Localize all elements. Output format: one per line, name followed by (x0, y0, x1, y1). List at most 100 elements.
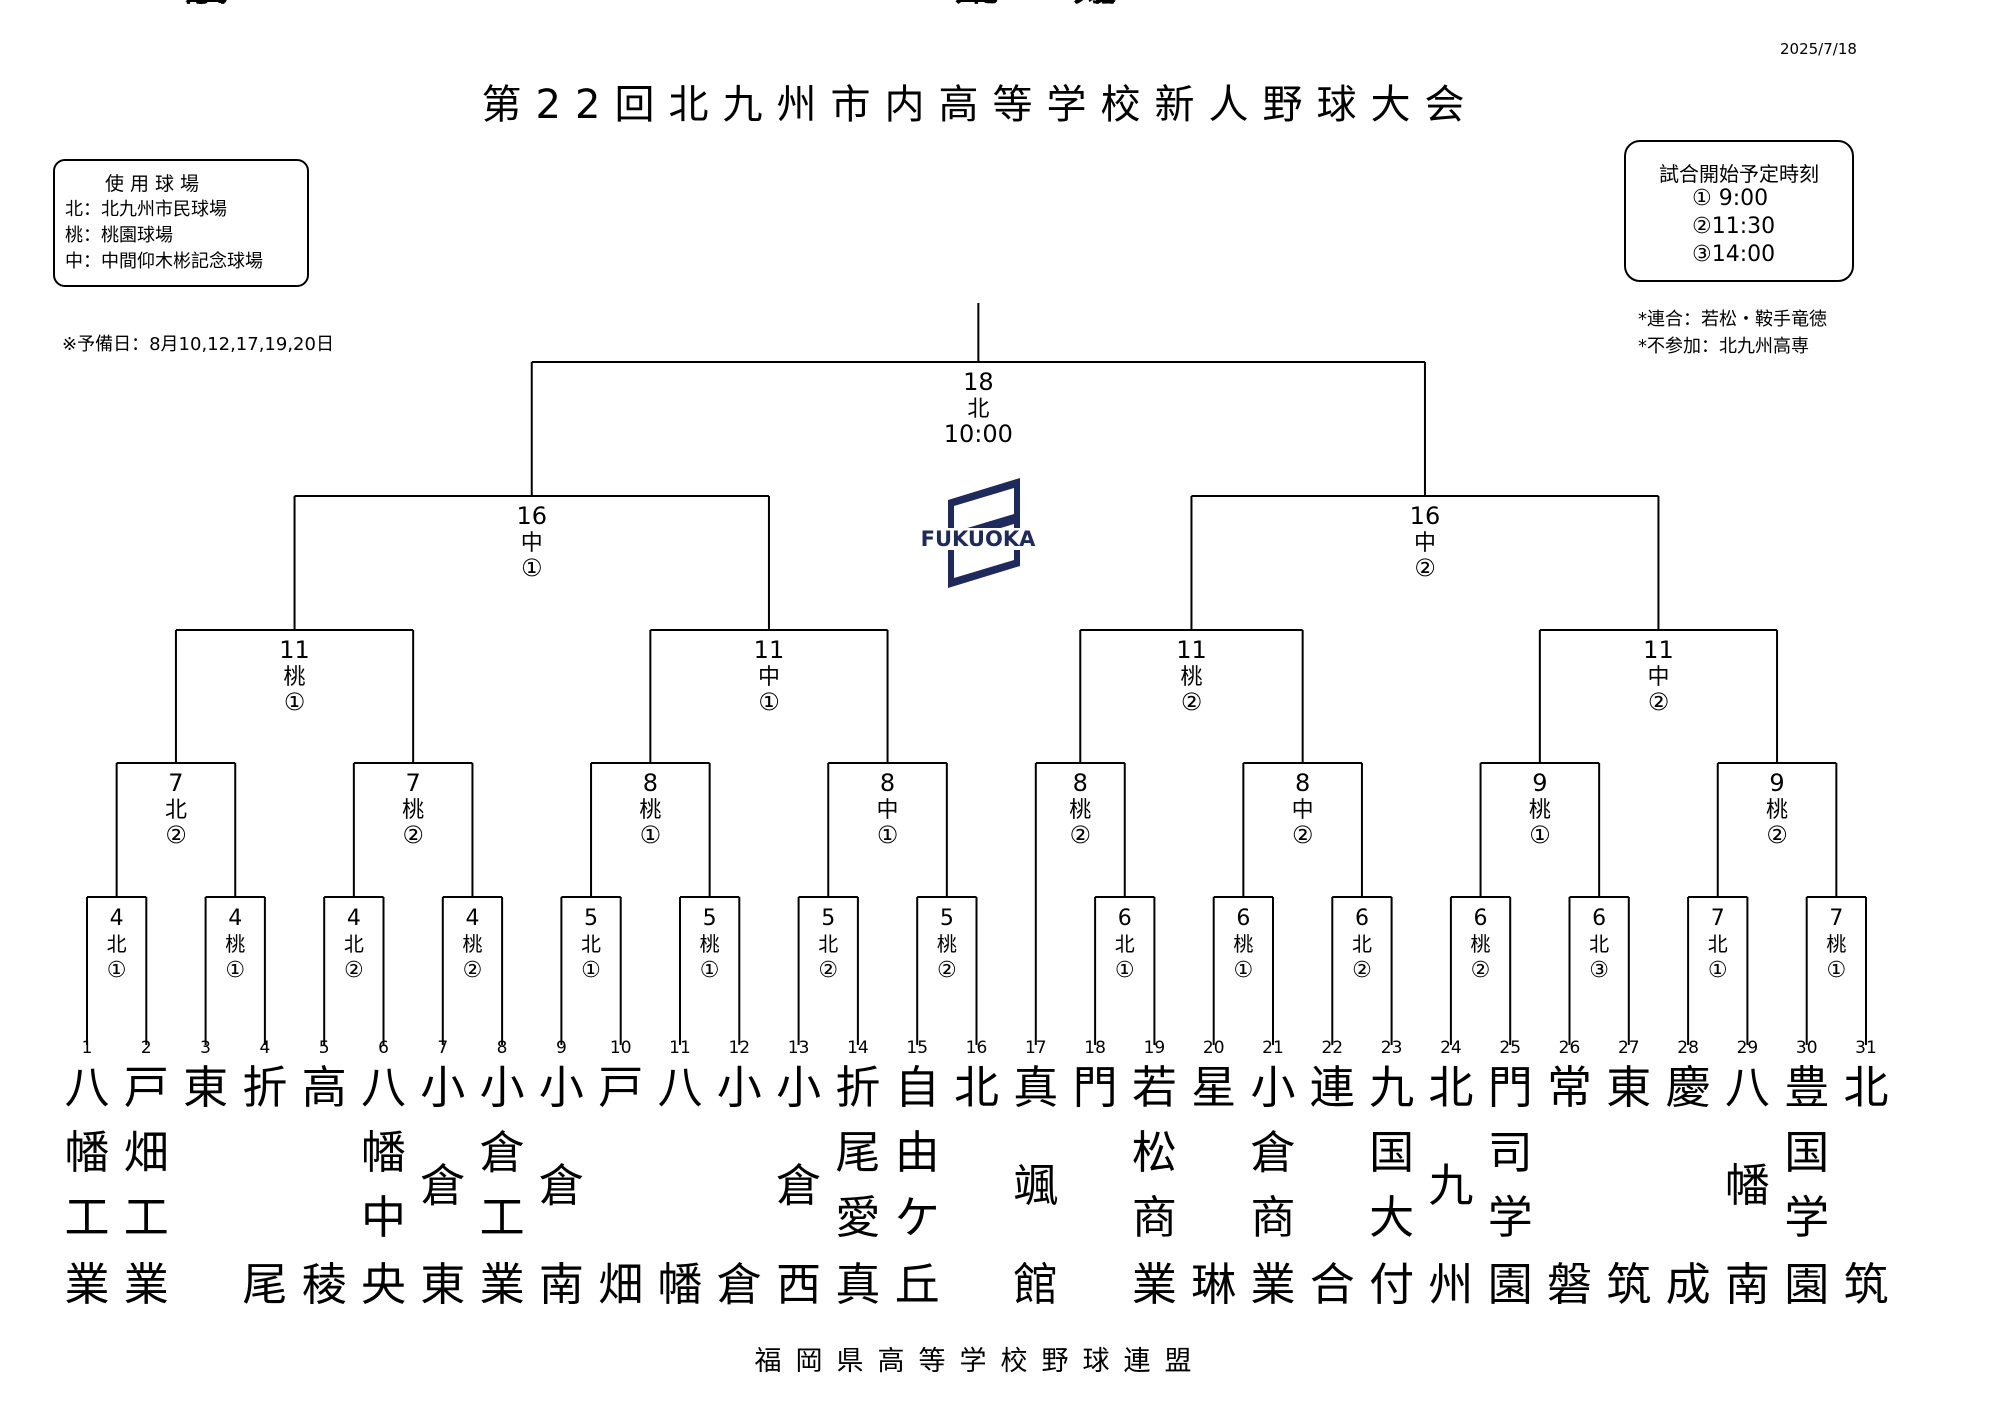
team-name-char: 幡 (657, 1258, 702, 1311)
match-day: 5 (703, 906, 717, 931)
team-name-char: 央 (361, 1258, 406, 1311)
team-number: 3 (200, 1038, 211, 1058)
match-day: 5 (821, 906, 835, 931)
team-number: 13 (788, 1038, 810, 1058)
match-venue: 桃 (462, 932, 482, 956)
team-name-char: 業 (124, 1258, 169, 1311)
match-day: 16 (516, 502, 547, 530)
match-slot: 10:00 (944, 420, 1013, 448)
team-name-char: 九 (1428, 1159, 1473, 1212)
team-name-char: 九 (954, 0, 999, 11)
match-slot: ② (1070, 821, 1092, 849)
team-number: 1 (82, 1038, 93, 1058)
match-venue: 北 (107, 932, 127, 956)
team-name-char: 愛 (835, 1191, 880, 1244)
match-day: 7 (1711, 906, 1725, 931)
team-number: 30 (1796, 1038, 1818, 1058)
team-name-char: 州 (1428, 1258, 1473, 1311)
team-name-char: 学 (1488, 1191, 1533, 1244)
match-venue: 桃 (1180, 665, 1202, 690)
team-name-char: 業 (480, 1258, 525, 1311)
team-name-char: 業 (64, 1258, 109, 1311)
team-number: 2 (141, 1038, 152, 1058)
match-day: 6 (1355, 906, 1369, 931)
team-name-char: 幡 (361, 1126, 406, 1179)
team-number: 5 (319, 1038, 330, 1058)
team-name-char: 幡 (1725, 1159, 1770, 1212)
team-name-char: 司 (1488, 1126, 1533, 1179)
match-day: 18 (963, 368, 994, 396)
team-name-char: 立 (954, 0, 999, 11)
team-name-char: 尾 (242, 1258, 287, 1311)
match-slot: ② (1648, 688, 1670, 716)
organizer-footer: 福岡県高等学校野球連盟 (754, 1346, 1206, 1377)
team-name-char: 連 (1310, 1061, 1355, 1114)
team-name-char: 畑 (124, 1126, 169, 1179)
team-name-char: 小 (1250, 1061, 1295, 1114)
team-number: 17 (1025, 1038, 1047, 1058)
match-slot: ③ (1589, 958, 1609, 983)
team-name-char: 戸 (124, 1061, 169, 1114)
team-name-char: 常 (1547, 1061, 1592, 1114)
team-number: 29 (1737, 1038, 1759, 1058)
start-time-slot: ②11:30 (1692, 214, 1776, 239)
team-number: 25 (1499, 1038, 1521, 1058)
team-name-char: 市 (954, 0, 999, 11)
team-name-char: ケ (895, 1191, 940, 1244)
team-name-char: 筑 (1843, 1258, 1888, 1311)
team-name-char: 磐 (1547, 1258, 1592, 1311)
team-name-char: 州 (954, 0, 999, 11)
team-name-char: 倉 (480, 1126, 525, 1179)
match-slot: ② (818, 958, 838, 983)
team-name-char: 国 (1784, 1126, 1829, 1179)
match-venue: 桃 (284, 665, 306, 690)
match-day: 4 (465, 906, 479, 931)
team-number: 20 (1203, 1038, 1225, 1058)
match-venue: 桃 (225, 932, 245, 956)
team-name-char: 工 (480, 1191, 525, 1244)
team-name-char: 東 (183, 1061, 228, 1114)
match-slot: ① (700, 958, 720, 983)
team-name-char: 丘 (895, 1258, 940, 1311)
team-name-char: 戸 (598, 1061, 643, 1114)
team-name-char: 筑 (1606, 1258, 1651, 1311)
team-name-char: 園 (1488, 1258, 1533, 1311)
match-slot: ② (1766, 821, 1788, 849)
team-name-char: 星 (1191, 1061, 1236, 1114)
match-slot: ② (1471, 958, 1491, 983)
team-number: 12 (728, 1038, 750, 1058)
team-name-char: 業 (1250, 1258, 1295, 1311)
match-slot: ① (284, 688, 306, 716)
team-name-char: 合 (1310, 1258, 1355, 1311)
fukuoka-logo: FUKUOKA (918, 478, 1038, 588)
match-venue: 北 (1115, 932, 1135, 956)
team-name-char: 高 (302, 1061, 347, 1114)
team-name-char: 学 (183, 0, 228, 11)
team-name-char: 倉 (776, 1159, 821, 1212)
team-number: 23 (1381, 1038, 1403, 1058)
team-number: 21 (1262, 1038, 1284, 1058)
team-name-char: 付 (1369, 1258, 1414, 1311)
start-time-header: 試合開始予定時刻 (1659, 162, 1819, 186)
joint-team-note: *連合：若松・鞍手竜徳 (1638, 309, 1827, 330)
team-name-char: 幡 (64, 1126, 109, 1179)
team-name-char: 畑 (598, 1258, 643, 1311)
match-slot: ① (225, 958, 245, 983)
venue-legend-header: 使用球場 (104, 173, 205, 195)
team-name-char: 倉 (717, 1258, 762, 1311)
team-number: 24 (1440, 1038, 1462, 1058)
team-name-char: 司 (1073, 0, 1118, 11)
match-venue: 中 (1414, 531, 1436, 556)
team-number: 16 (966, 1038, 988, 1058)
team-name-char: 稜 (302, 1258, 347, 1311)
team-number: 8 (497, 1038, 508, 1058)
match-slot: ② (1352, 958, 1372, 983)
match-venue: 桃 (1826, 932, 1846, 956)
team-name-char: 園 (1784, 1258, 1829, 1311)
match-slot: ① (877, 821, 899, 849)
match-slot: ① (1826, 958, 1846, 983)
team-name-char: 門 (1488, 1061, 1533, 1114)
team-name-char: 松 (1132, 1126, 1177, 1179)
match-slot: ① (521, 554, 543, 582)
match-venue: 桃 (1766, 798, 1788, 823)
